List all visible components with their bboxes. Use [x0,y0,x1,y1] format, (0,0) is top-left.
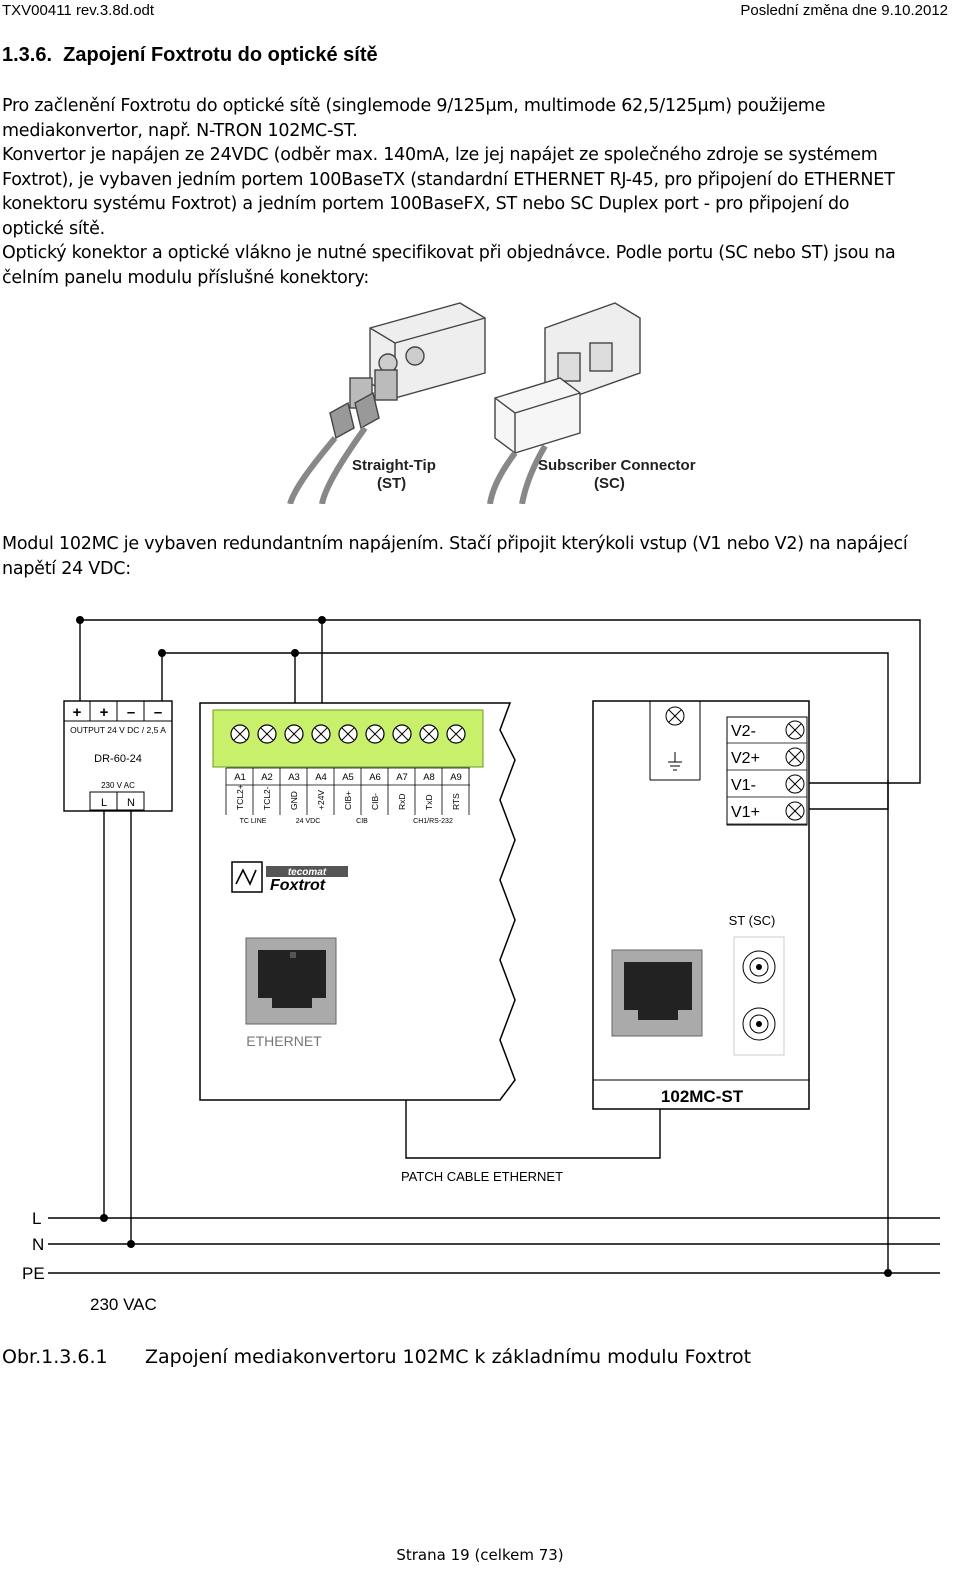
power-line: napětí 24 VDC: [2,558,131,579]
page-number: Strana 19 (celkem 73) [396,1546,564,1564]
signal-label: TCL2- [262,786,272,810]
brand-small: tecomat [288,867,327,878]
mains-pe-label: PE [22,1264,45,1283]
wire-24v-minus [161,652,889,810]
signal-label: GND [289,791,299,810]
signal-label: RTS [451,793,461,810]
wire-24v-plus [79,619,921,784]
terminal-screw [257,724,277,744]
st-abbr: (ST) [377,475,406,492]
terminal-screw [284,724,304,744]
figure-caption: Zapojení mediakonvertoru 102MC k základn… [145,1346,752,1368]
earth-terminal-screw [665,706,685,726]
section-title: Zapojení Foxtrotu do optické sítě [63,44,378,66]
fiber-port-label: ST (SC) [729,913,776,928]
mc-terminal-screw [785,774,805,794]
group-24vdc: 24 VDC [296,818,321,825]
psu-terminal-plus2: + [100,704,109,721]
connector-photo: Straight-Tip (ST) Subscriber Connector (… [287,302,696,504]
power-paragraph: Modul 102MC je vybaven redundantním napá… [2,532,952,581]
terminal-screw [230,724,250,744]
pin-label: A2 [261,772,273,783]
pin-grid [225,767,470,815]
pin-label: A4 [315,772,327,783]
signal-label: +24V [316,790,326,810]
mc-ethernet-socket [611,949,703,1037]
group-rs232: CH1/RS-232 [413,818,453,825]
mains-voltage: 230 VAC [90,1295,157,1314]
psu-n: N [127,797,135,809]
pin-label: A7 [396,772,408,783]
intro-line: Optický konektor a optické vlákno je nut… [2,243,896,263]
terminal-screw [419,724,439,744]
intro-line: konektoru systému Foxtrot) a jedním port… [2,194,850,214]
mc-terminal-screw [785,747,805,767]
power-supply: + + – – OUTPUT 24 V DC / 2,5 A DR-60-24 … [63,700,173,812]
psu-terminal-minus2: – [154,704,162,721]
mc-terminal-screw [785,720,805,740]
sc-abbr: (SC) [594,475,625,492]
intro-paragraph: Pro začlenění Foxtrotu do optické sítě (… [2,94,952,290]
terminal-screw [392,724,412,744]
brand-name: Foxtrot [270,877,326,894]
fiber-port-st2 [742,1007,776,1041]
pin-label: A5 [342,772,354,783]
psu-terminal-plus1: + [73,704,82,721]
intro-line: Pro začlenění Foxtrotu do optické sítě (… [2,96,826,116]
terminal-screw [338,724,358,744]
patch-cable-label: PATCH CABLE ETHERNET [401,1169,563,1184]
power-line: Modul 102MC je vybaven redundantním napá… [2,534,908,554]
signal-label: CIB- [370,793,380,810]
mains-n-label: N [32,1235,44,1254]
signal-label: CIB+ [343,791,353,810]
junction-dots [76,616,892,1277]
intro-line: čelním panelu modulu příslušné konektory… [2,267,369,288]
st-label: Straight-Tip [352,457,436,474]
ethernet-label: ETHERNET [246,1033,322,1049]
foxtrot-logo: tecomat Foxtrot [231,861,348,894]
pin-label: A8 [423,772,435,783]
pin-label: A1 [234,772,246,783]
foxtrot-module: A1 A2 A3 A4 A5 A6 A7 A8 A9 TCL2+ TCL2- GND +24V CIB+… [199,702,516,1101]
mc-terminal-screw [785,801,805,821]
earth-symbol [668,752,682,771]
intro-line: optické sítě. [2,218,105,239]
pin-label: A9 [450,772,462,783]
group-cib: CIB [356,818,368,825]
pin-label: A6 [369,772,381,783]
psu-l: L [101,797,107,809]
psu-model: DR-60-24 [94,753,142,765]
terminal-screw [365,724,385,744]
ethernet-socket: ETHERNET [245,937,337,1049]
figure-number: Obr.1.3.6.1 [2,1346,108,1368]
section-heading: 1.3.6. Zapojení Foxtrotu do optické sítě [2,44,378,67]
terminal-screw [446,724,466,744]
psu-output: OUTPUT 24 V DC / 2,5 A [70,725,166,735]
signal-label: TCL2+ [235,784,245,810]
signal-label: RxD [397,793,407,810]
section-number: 1.3.6. [2,44,53,66]
psu-input: 230 V AC [101,781,135,790]
mc-terminal-label: V2+ [731,750,760,767]
group-tc-line: TC LINE [240,818,267,825]
mc-terminal-label: V1- [731,777,756,794]
intro-line: mediakonvertor, např. N-TRON 102MC-ST. [2,120,358,141]
mc-model: 102MC-ST [661,1087,744,1106]
mc-terminal-label: V2- [731,723,756,740]
psu-terminal-minus1: – [127,704,135,721]
sc-label: Subscriber Connector [538,457,696,474]
pin-label: A3 [288,772,300,783]
intro-line: Konvertor je napájen ze 24VDC (odběr max… [2,145,878,165]
mains-l-label: L [32,1209,41,1228]
last-change-date: Poslední změna dne 9.10.2012 [740,2,948,19]
document-id: TXV00411 rev.3.8d.odt [2,2,155,19]
wiring-diagram: + + – – OUTPUT 24 V DC / 2,5 A DR-60-24 … [22,616,940,1314]
media-converter: V2- V2+ V1- V1+ ST (SC) 102MC-ST [592,700,810,1110]
fiber-port-st1 [742,950,776,984]
signal-label: TxD [424,794,434,810]
terminal-screw [311,724,331,744]
mc-terminal-label: V1+ [731,804,760,821]
intro-line: Foxtrot), je vybaven jedním portem 100Ba… [2,169,895,190]
